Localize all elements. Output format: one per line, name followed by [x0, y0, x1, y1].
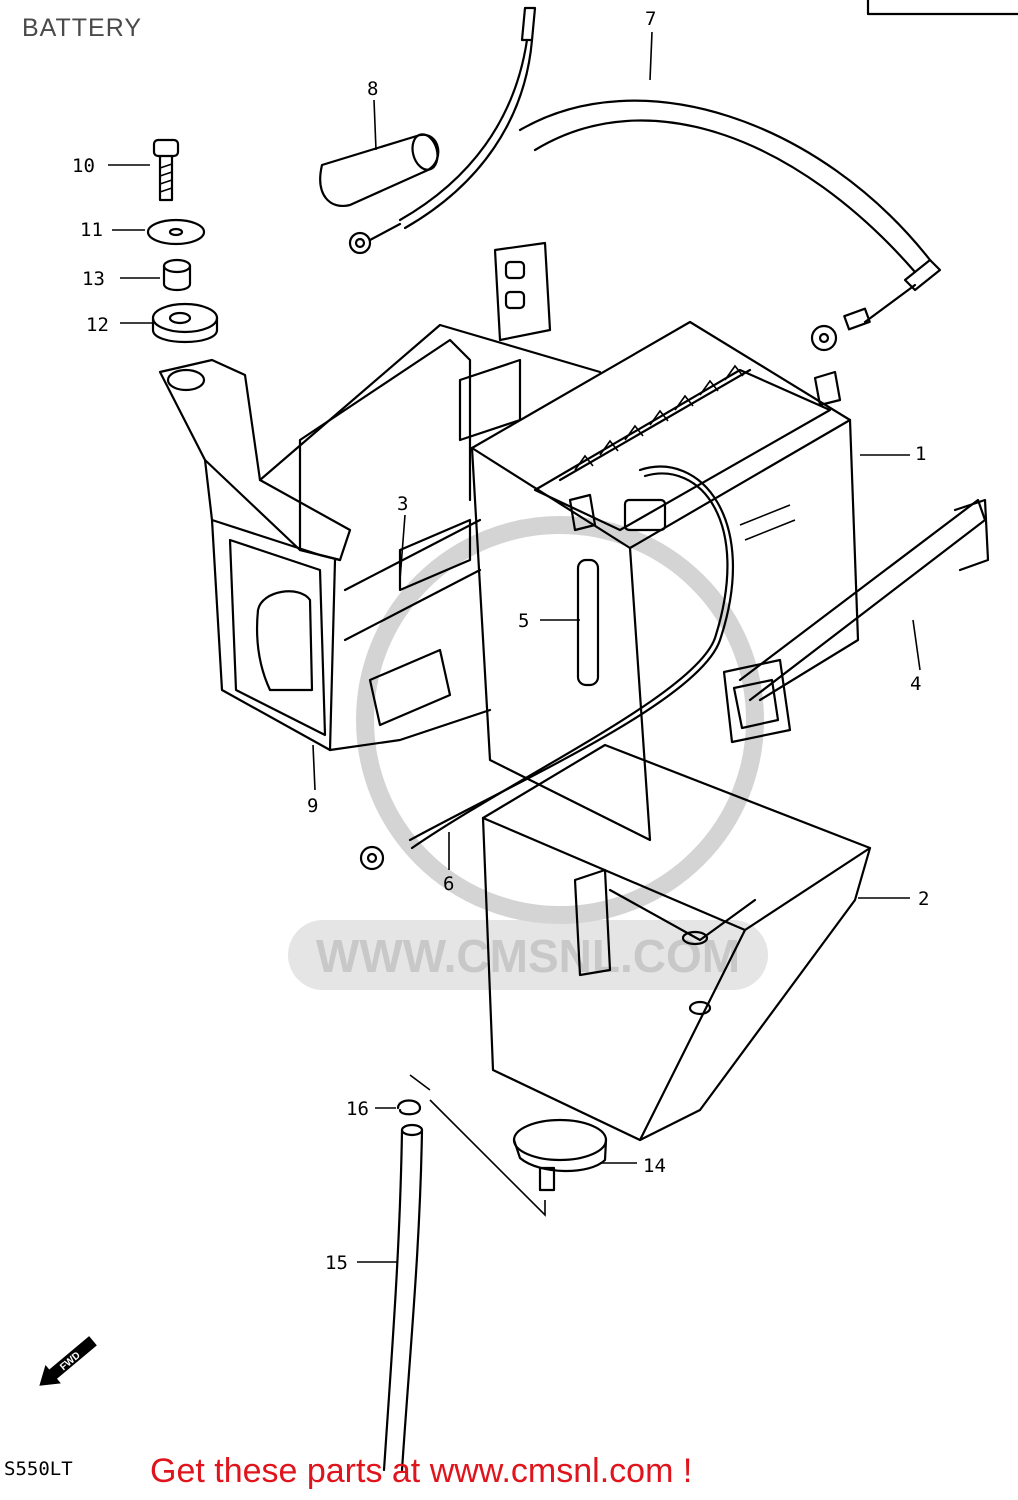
part-9-battery-holder — [158, 241, 602, 752]
callout-15: 15 — [325, 1252, 348, 1274]
part-11-washer — [146, 218, 206, 246]
callout-5: 5 — [518, 610, 529, 632]
callout-10: 10 — [72, 155, 95, 177]
part-5-tube — [576, 558, 600, 687]
part-4-strap — [722, 498, 990, 744]
part-16-clip — [396, 1099, 422, 1116]
callout-12: 12 — [86, 314, 109, 336]
watermark: WWW.CMSNL.COM — [288, 516, 768, 990]
callout-7: 7 — [645, 8, 656, 30]
part-13-collar — [162, 258, 192, 292]
callout-6: 6 — [443, 873, 454, 895]
part-14-cap — [512, 1118, 608, 1192]
callout-8: 8 — [367, 78, 378, 100]
callout-9: 9 — [307, 795, 318, 817]
callout-labels: 1 2 3 4 5 6 7 8 9 10 11 13 12 14 15 16 — [72, 8, 929, 1274]
watermark-text: WWW.CMSNL.COM — [316, 930, 740, 982]
part-15-hose — [382, 1123, 424, 1472]
callout-14: 14 — [643, 1155, 666, 1177]
frame-corner — [866, 0, 1018, 16]
routing-line — [409, 1074, 546, 1217]
part-2-battery-case — [481, 743, 872, 1142]
part-1-battery — [359, 320, 860, 871]
fwd-arrow-icon: FWD — [39, 1336, 97, 1386]
page-title: BATTERY — [22, 14, 142, 42]
part-12-grommet — [151, 302, 219, 344]
part-7-cable — [348, 6, 942, 352]
callout-3: 3 — [397, 493, 408, 515]
callout-13: 13 — [82, 268, 105, 290]
callout-2: 2 — [918, 888, 929, 910]
callout-16: 16 — [346, 1098, 369, 1120]
part-10-bolt — [152, 138, 180, 202]
promo-link[interactable]: Get these parts at www.cmsnl.com ! — [150, 1452, 693, 1490]
callout-4: 4 — [910, 673, 921, 695]
model-code: S550LT — [4, 1458, 73, 1480]
leader-lines — [108, 31, 921, 1263]
callout-11: 11 — [80, 219, 103, 241]
part-8-terminal-cover — [319, 133, 440, 208]
callout-1: 1 — [915, 443, 926, 465]
